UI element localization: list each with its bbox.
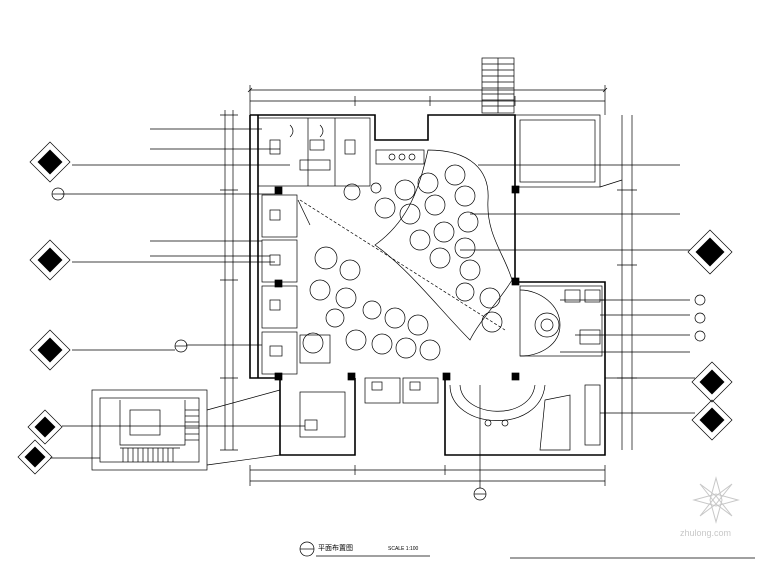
dining-tables-left: [299, 246, 361, 364]
bottom-dimension-chain: [249, 465, 606, 486]
title-marker: [299, 541, 755, 559]
terrace: [514, 114, 623, 188]
curved-bar: [449, 384, 601, 451]
curved-partition: [374, 149, 513, 341]
axis-line: [299, 199, 506, 331]
elevation-markers: [17, 141, 733, 475]
dining-tables-lower: [345, 300, 441, 361]
outer-walls: [249, 114, 606, 456]
top-stair: [481, 57, 515, 114]
top-dimension-chain: [247, 85, 608, 115]
restroom-block: [257, 117, 425, 187]
service-rooms: [299, 377, 439, 438]
dining-tables-upper: [343, 164, 503, 333]
left-booths: [261, 194, 311, 375]
leader-lines-right: [460, 164, 695, 488]
left-dimension-chain: [220, 110, 238, 451]
stair-detail: [91, 389, 281, 471]
drawing-scale: SCALE 1:100: [388, 546, 419, 552]
drawing-title: 平面布置图: [318, 545, 353, 552]
vip-rooms: [519, 285, 605, 357]
compass-watermark-icon: [692, 476, 740, 524]
structural-columns: [274, 185, 520, 381]
leader-lines-left: [50, 128, 305, 459]
section-markers: [51, 187, 706, 501]
watermark-text: zhulong.com: [680, 528, 732, 538]
